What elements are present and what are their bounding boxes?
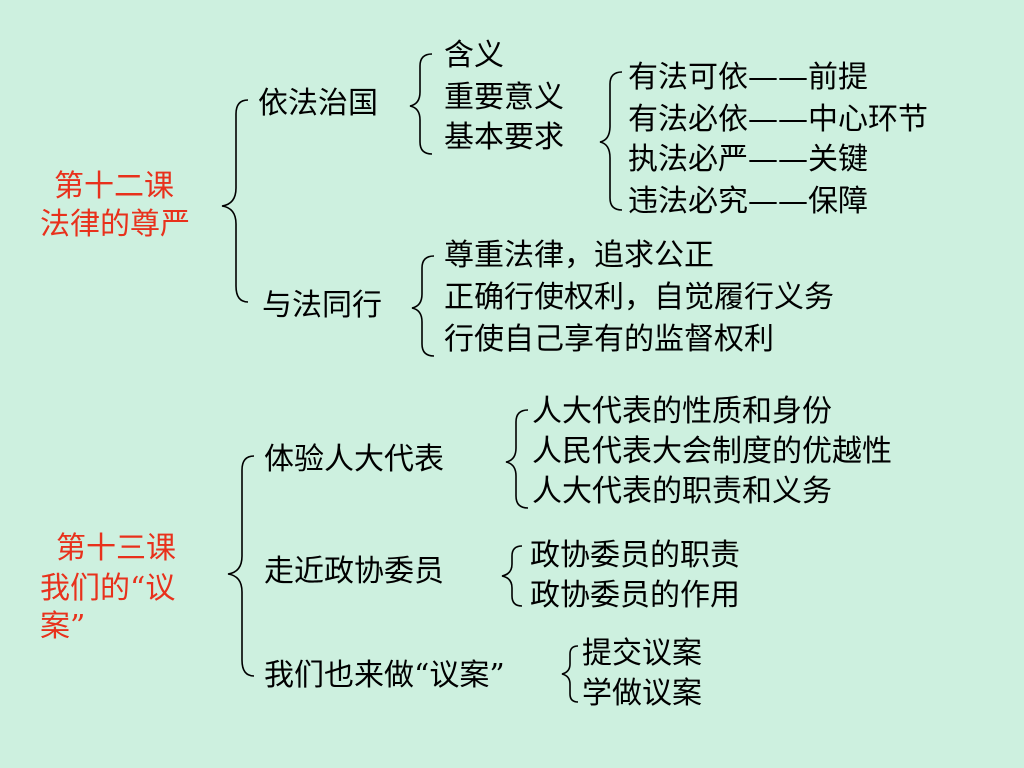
brace-walk-with-law bbox=[411, 255, 435, 357]
rule-of-law-item: 含义 bbox=[444, 38, 504, 73]
lesson13-title-line2: 我们的“议 bbox=[40, 571, 176, 606]
walk-with-law-item: 尊重法律，追求公正 bbox=[444, 238, 714, 273]
lesson13-title-line1: 第十三课 bbox=[56, 531, 176, 566]
deputy-item: 人大代表的职责和义务 bbox=[532, 474, 832, 509]
deputy-item: 人民代表大会制度的优越性 bbox=[532, 434, 892, 469]
lesson12-title-line2: 法律的尊严 bbox=[40, 207, 190, 242]
deputy-label: 体验人大代表 bbox=[264, 442, 444, 477]
rule-of-law-item: 重要意义 bbox=[444, 80, 564, 115]
requirement-item: 有法可依——前提 bbox=[628, 60, 868, 95]
cppcc-item: 政协委员的职责 bbox=[530, 538, 740, 573]
cppcc-item: 政协委员的作用 bbox=[530, 578, 740, 613]
walk-with-law-item: 正确行使权利，自觉履行义务 bbox=[444, 280, 834, 315]
lesson13-title-line3: 案” bbox=[40, 609, 86, 644]
walk-with-law-label: 与法同行 bbox=[262, 288, 382, 323]
deputy-item: 人大代表的性质和身份 bbox=[532, 394, 832, 429]
brace-proposal bbox=[561, 645, 579, 703]
requirement-item: 违法必究——保障 bbox=[628, 184, 868, 219]
proposal-item: 提交议案 bbox=[582, 636, 702, 671]
cppcc-label: 走近政协委员 bbox=[264, 554, 444, 589]
walk-with-law-item: 行使自己享有的监督权利 bbox=[444, 322, 774, 357]
requirement-item: 执法必严——关键 bbox=[628, 142, 868, 177]
rule-of-law-label: 依法治国 bbox=[258, 86, 378, 121]
requirement-item: 有法必依——中心环节 bbox=[628, 102, 928, 137]
brace-lesson12 bbox=[221, 99, 249, 303]
rule-of-law-item: 基本要求 bbox=[444, 120, 564, 155]
brace-rule-of-law bbox=[409, 53, 433, 155]
lesson12-title-line1: 第十二课 bbox=[54, 169, 174, 204]
proposal-label: 我们也来做“议案” bbox=[264, 658, 505, 693]
brace-cppcc bbox=[501, 545, 523, 607]
proposal-item: 学做议案 bbox=[582, 676, 702, 711]
brace-lesson13 bbox=[227, 455, 255, 677]
brace-deputy bbox=[505, 409, 529, 509]
brace-requirements bbox=[599, 71, 623, 211]
